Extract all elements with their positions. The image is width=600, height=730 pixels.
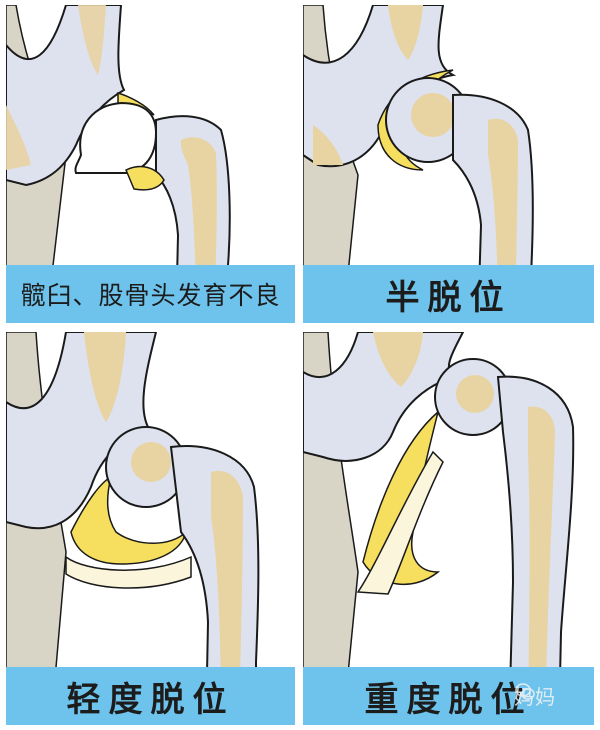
panel-severe-dislocation: 重度脱位 妈妈 <box>303 332 594 725</box>
caption-text: 轻度脱位 <box>66 679 235 720</box>
panel-subluxation: 半脱位 <box>303 5 594 323</box>
panel-mild-dislocation: 轻度脱位 <box>6 332 295 725</box>
panel-dysplasia: 髋臼、股骨头发育不良 <box>6 5 295 323</box>
caption-text: 髋臼、股骨头发育不良 <box>20 281 281 310</box>
caption-bar: 髋臼、股骨头发育不良 <box>6 265 295 323</box>
caption-text: 重度脱位 <box>364 679 533 720</box>
caption-bar: 轻度脱位 <box>6 667 295 725</box>
caption-text: 半脱位 <box>385 277 512 318</box>
caption-bar: 重度脱位 <box>303 667 594 725</box>
hip-joint-illustration-severe-dislocation <box>303 332 594 725</box>
watermark-text: 妈妈 <box>514 685 556 709</box>
wechat-logo-icon <box>515 683 535 700</box>
caption-bar: 半脱位 <box>303 265 594 323</box>
watermark: 妈妈 <box>514 681 556 710</box>
hip-joint-illustration-mild-dislocation <box>6 332 295 725</box>
